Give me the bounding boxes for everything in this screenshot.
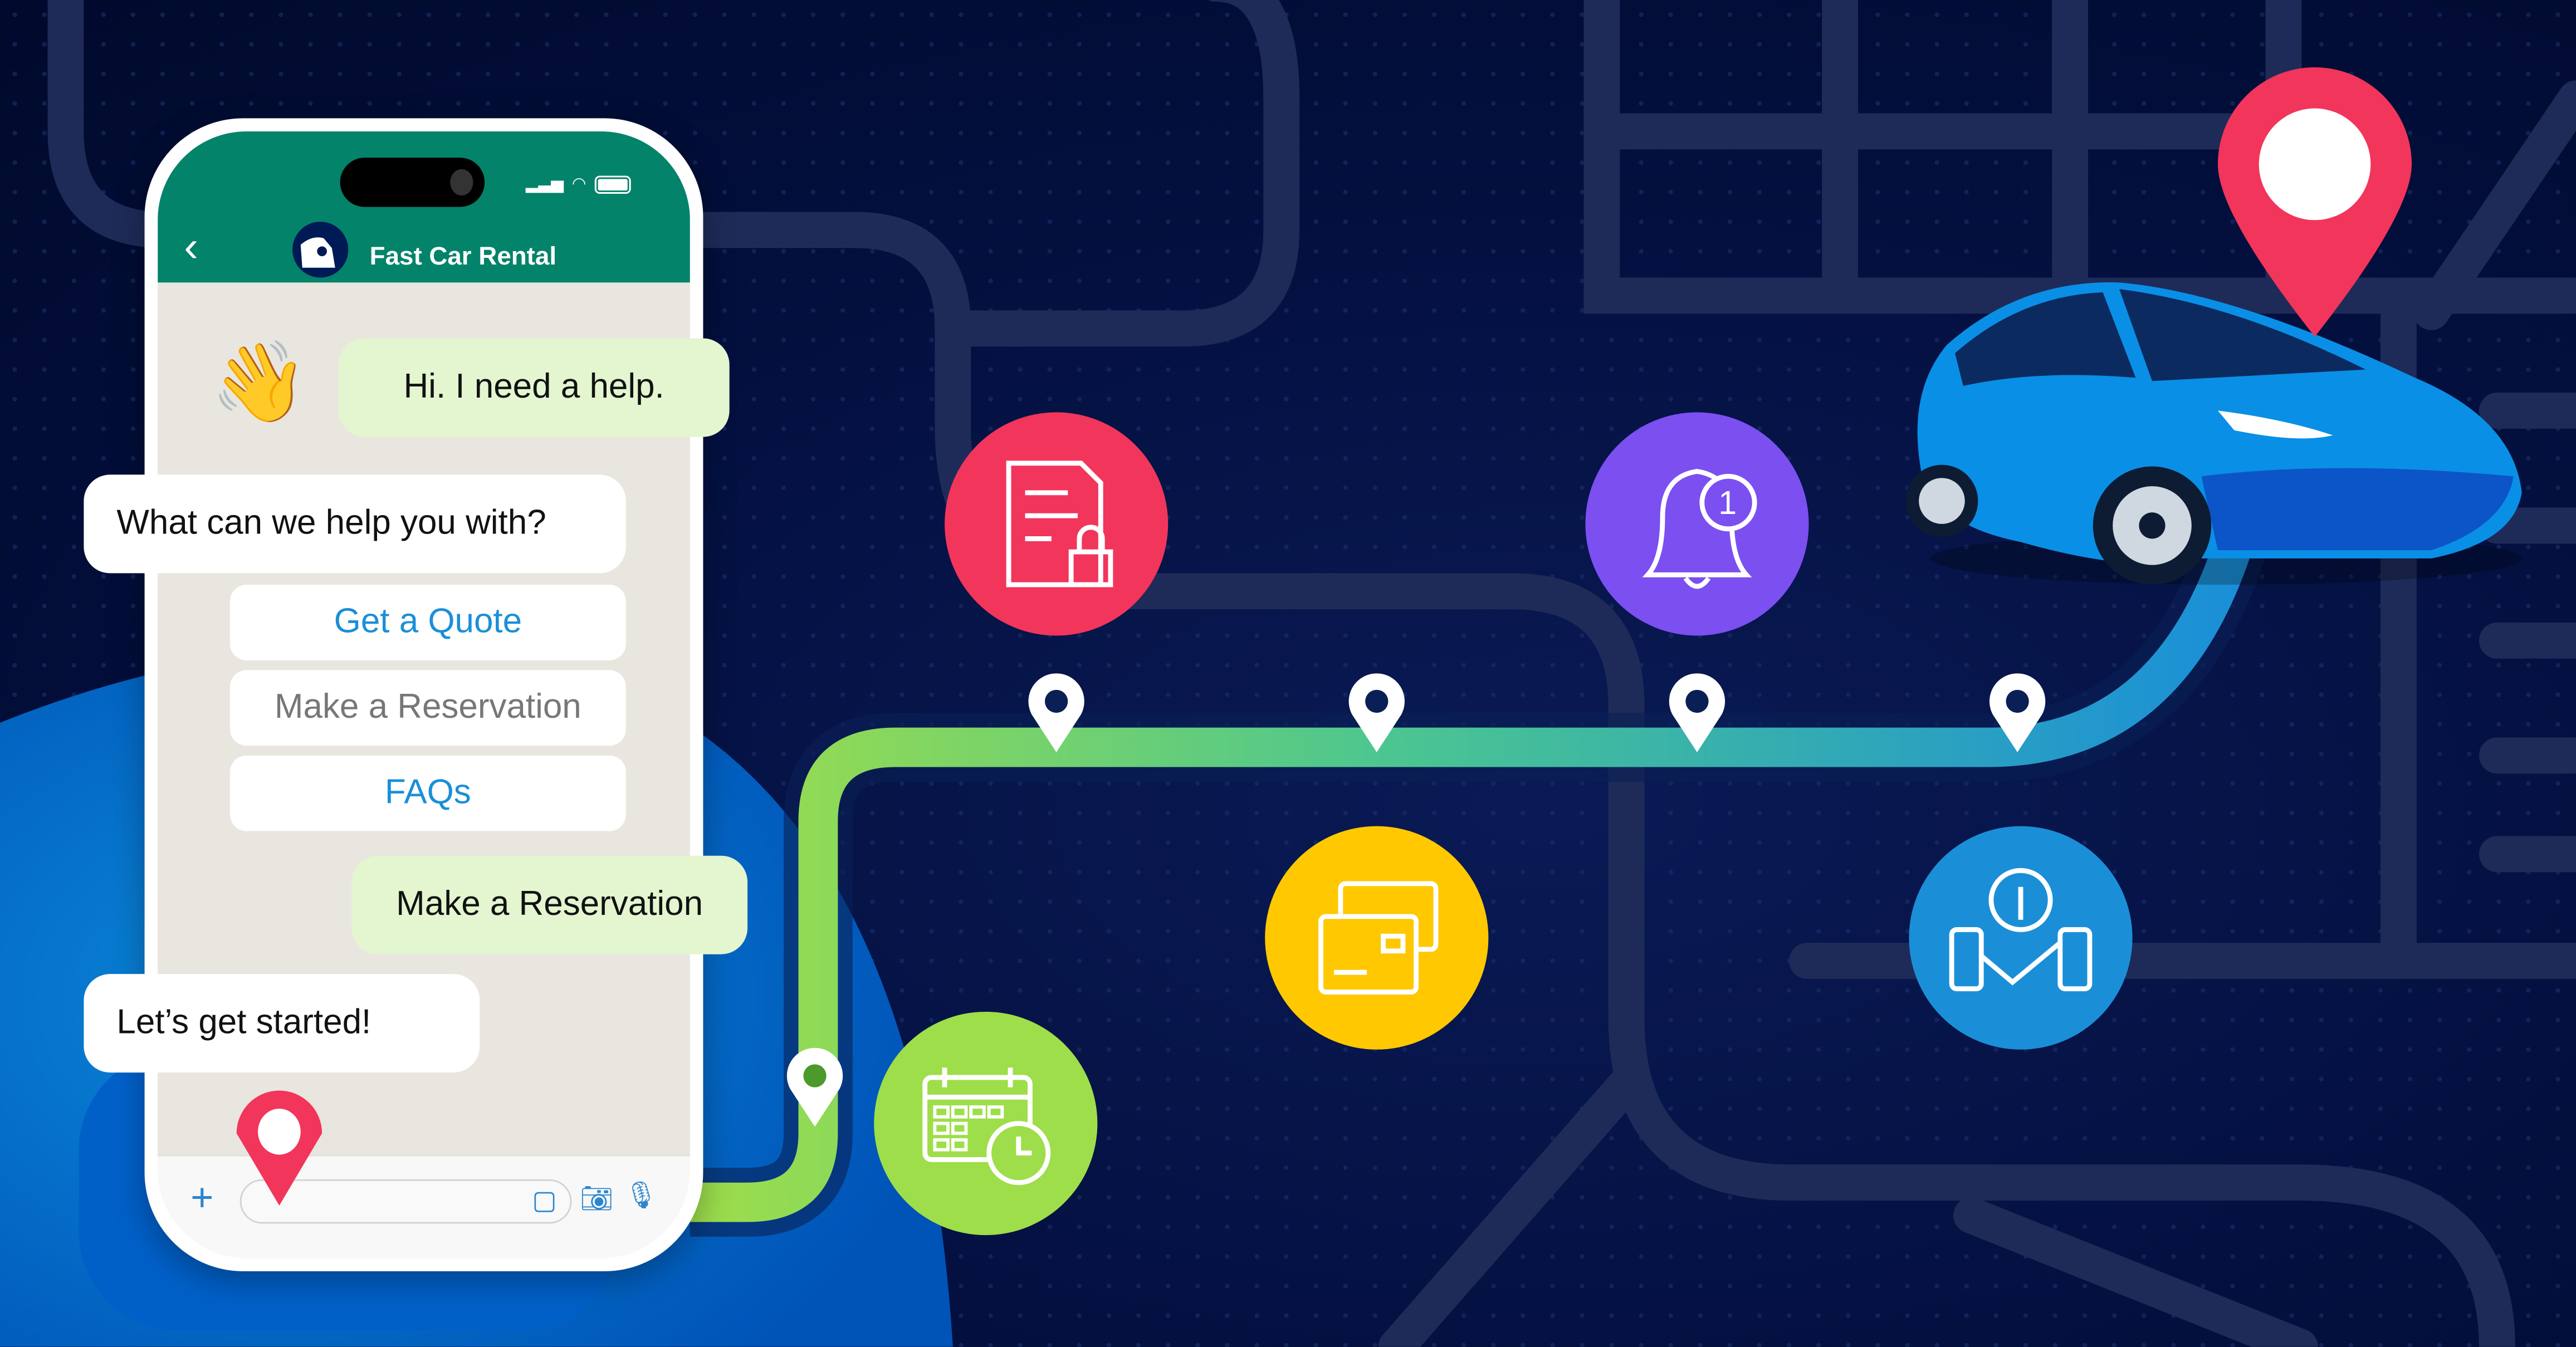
wifi-icon: ◠ (571, 175, 586, 194)
quick-reply-get-quote[interactable]: Get a Quote (229, 585, 626, 660)
back-button[interactable]: ‹ (184, 222, 198, 271)
pin-icon (1348, 673, 1405, 752)
battery-icon (594, 175, 631, 194)
plus-icon[interactable]: + (190, 1175, 214, 1221)
payment-cards-icon (1318, 881, 1439, 995)
microphone-icon[interactable]: 🎙︎ (624, 1182, 658, 1211)
message-text: What can we help you with? (116, 504, 546, 542)
message-bubble-outgoing: Make a Reservation (351, 855, 748, 954)
message-bubble-outgoing: Hi. I need a help. (338, 338, 730, 437)
roads (47, 0, 2576, 1347)
avatar (292, 222, 349, 278)
car-logo-icon (300, 237, 335, 268)
key-handshake-icon (1949, 868, 2093, 992)
message-text: Make a Reservation (396, 885, 703, 923)
calendar-clock-icon (922, 1067, 1051, 1186)
chat-header: ▂▃▅ ◠ ‹ Fast Car Rental (158, 131, 690, 283)
document-lock-icon (1006, 461, 1113, 587)
quick-reply-faqs[interactable]: FAQs (229, 755, 626, 831)
pin-icon (1989, 673, 2046, 752)
sticker-icon[interactable]: ▢ (532, 1187, 557, 1216)
message-bubble-incoming: Let’s get started! (84, 974, 480, 1073)
route-pins (786, 673, 2046, 1127)
step-calendar (874, 1011, 1098, 1236)
camera-button-icon[interactable]: 📷︎ (580, 1186, 614, 1214)
quick-reply-make-reservation[interactable]: Make a Reservation (229, 670, 626, 746)
message-input[interactable]: ▢ (239, 1179, 572, 1224)
step-key-handover (1909, 826, 2133, 1050)
svg-text:1: 1 (1718, 484, 1737, 521)
dynamic-island (340, 158, 485, 207)
message-text: Let’s get started! (116, 1003, 372, 1042)
waving-hand-emoji: 👋 (210, 340, 309, 427)
pin-icon (1028, 673, 1084, 752)
bell-notification-icon: 1 (1642, 469, 1757, 589)
camera-icon (450, 169, 473, 196)
message-bubble-incoming: What can we help you with? (84, 474, 626, 574)
step-notification: 1 (1585, 412, 1809, 636)
status-bar: ▂▃▅ ◠ (525, 175, 631, 194)
pin-icon (786, 1047, 843, 1127)
contact-name: Fast Car Rental (369, 243, 557, 271)
car-illustration (1905, 282, 2522, 585)
pin-icon (1669, 673, 1726, 752)
map-pin-icon-large (2217, 67, 2412, 337)
step-document-lock (945, 412, 1169, 636)
signal-icon: ▂▃▅ (525, 175, 564, 194)
map-pin-icon (236, 1090, 322, 1206)
chat-input-bar: + ▢ 📷︎ 🎙︎ (158, 1154, 690, 1258)
step-payment (1265, 826, 1489, 1050)
message-text: Hi. I need a help. (403, 368, 664, 406)
